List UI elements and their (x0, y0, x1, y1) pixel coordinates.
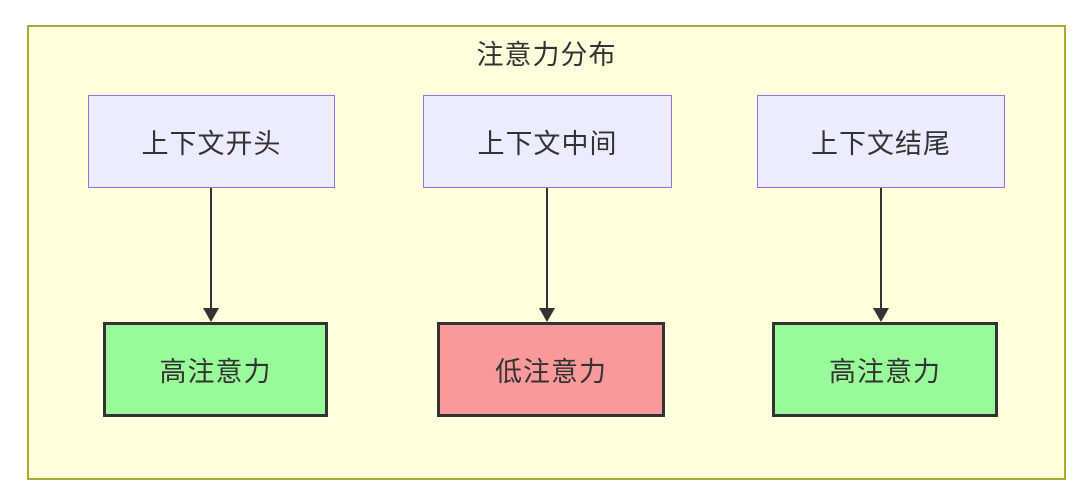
node-low-attention-middle: 低注意力 (437, 322, 665, 417)
arrow-head-icon-1 (203, 308, 219, 322)
node-context-middle: 上下文中间 (423, 95, 672, 188)
node-high-attention-end: 高注意力 (772, 322, 998, 417)
node-high-attention-end-label: 高注意力 (829, 357, 941, 387)
arrow-head-icon-2 (539, 308, 555, 322)
node-context-start: 上下文开头 (88, 95, 335, 188)
node-context-end: 上下文结尾 (757, 95, 1005, 188)
arrow-line-1 (210, 188, 212, 308)
diagram-frame: 注意力分布 上下文开头 高注意力 上下文中间 低注意力 上下文结尾 高注意力 (27, 25, 1066, 480)
node-low-attention-middle-label: 低注意力 (495, 357, 607, 387)
arrow-line-3 (880, 188, 882, 308)
node-context-end-label: 上下文结尾 (811, 129, 951, 159)
arrow-head-icon-3 (873, 308, 889, 322)
node-high-attention-start: 高注意力 (103, 322, 328, 417)
node-high-attention-start-label: 高注意力 (159, 357, 272, 387)
node-context-start-label: 上下文开头 (141, 129, 282, 159)
arrow-line-2 (546, 188, 548, 308)
node-context-middle-label: 上下文中间 (477, 129, 618, 159)
diagram-title: 注意力分布 (476, 40, 617, 70)
